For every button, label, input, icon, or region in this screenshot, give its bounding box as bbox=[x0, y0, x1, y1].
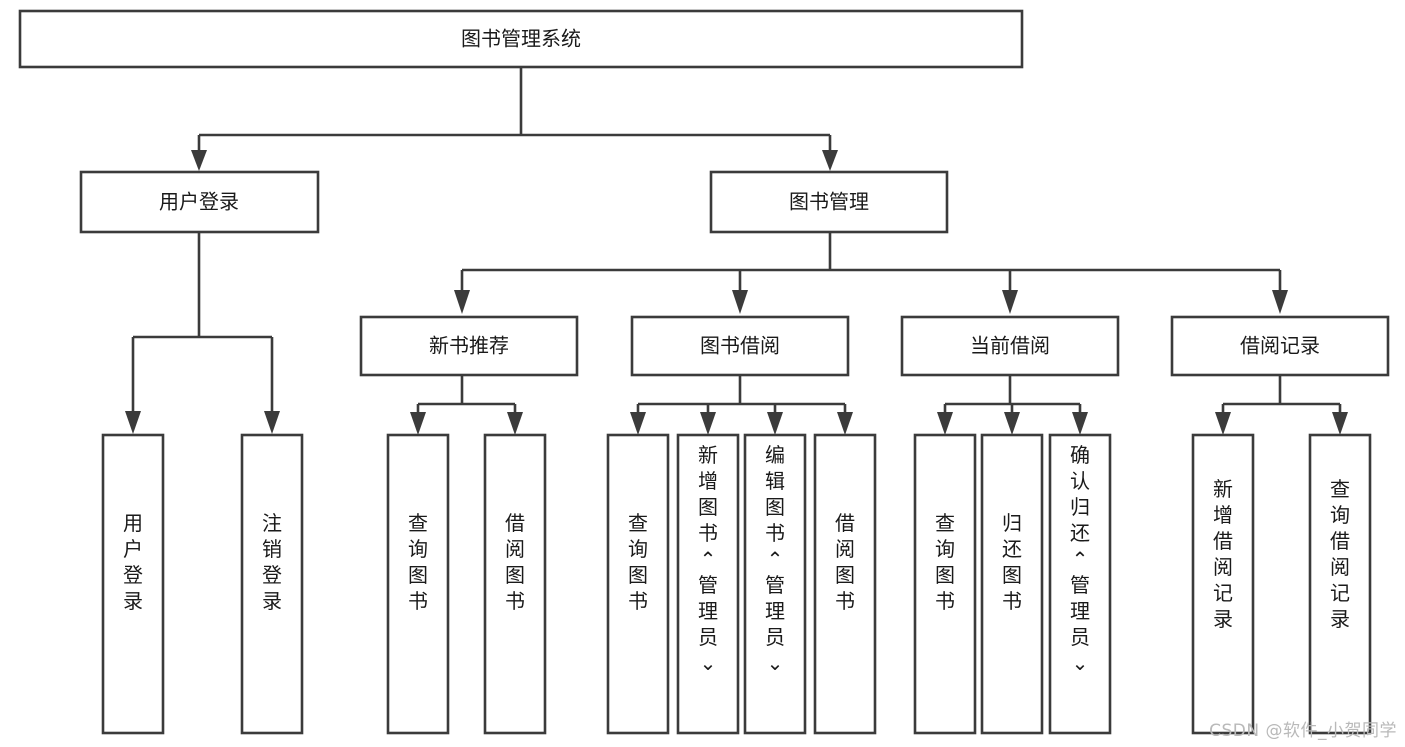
node-leaf-user-logout-label: 注销登录 bbox=[262, 511, 282, 613]
node-new-book-recommend[interactable]: 新书推荐 bbox=[359, 315, 579, 377]
node-borrow-record-label: 借阅记录 bbox=[1240, 334, 1320, 358]
arrow-head-leaf-borrow-book-2 bbox=[837, 412, 853, 435]
node-leaf-query-record-box[interactable] bbox=[1308, 433, 1372, 735]
node-leaf-user-logout-box[interactable] bbox=[240, 433, 304, 735]
node-book-borrow-box[interactable] bbox=[630, 315, 850, 377]
arrow-head-new-book-recommend bbox=[454, 290, 470, 314]
arrow-head-user-login bbox=[191, 150, 207, 171]
node-leaf-query-book-3[interactable]: 查询图书 bbox=[913, 433, 977, 735]
node-leaf-edit-book-box[interactable] bbox=[743, 433, 807, 735]
node-leaf-user-login-box[interactable] bbox=[101, 433, 165, 735]
node-new-book-recommend-label: 新书推荐 bbox=[429, 334, 509, 358]
connector-layer bbox=[125, 67, 1348, 435]
node-leaf-borrow-book-2[interactable]: 借阅图书 bbox=[813, 433, 877, 735]
node-leaf-query-book-1-box[interactable] bbox=[386, 433, 450, 735]
node-leaf-return-book[interactable]: 归还图书 bbox=[980, 433, 1044, 735]
node-book-manage-label: 图书管理 bbox=[789, 190, 869, 214]
arrow-head-leaf-query-book-2 bbox=[630, 412, 646, 435]
node-leaf-query-book-3-box[interactable] bbox=[913, 433, 977, 735]
node-user-login-label: 用户登录 bbox=[159, 190, 239, 214]
node-leaf-return-book-box[interactable] bbox=[980, 433, 1044, 735]
node-leaf-borrow-book-2-box[interactable] bbox=[813, 433, 877, 735]
arrow-head-leaf-add-book bbox=[700, 412, 716, 435]
node-leaf-confirm-return-box[interactable] bbox=[1048, 433, 1112, 735]
arrow-head-book-borrow bbox=[732, 290, 748, 314]
node-leaf-confirm-return-label: 确认归还⌃管理员⌄ bbox=[1070, 443, 1090, 675]
node-leaf-query-book-3-label: 查询图书 bbox=[935, 511, 955, 613]
node-leaf-edit-book-label: 编辑图书⌃管理员⌄ bbox=[765, 443, 785, 675]
arrow-head-borrow-record bbox=[1272, 290, 1288, 314]
node-leaf-query-book-1-label: 查询图书 bbox=[408, 511, 428, 613]
node-leaf-borrow-book-1-box[interactable] bbox=[483, 433, 547, 735]
arrow-head-leaf-query-record bbox=[1332, 412, 1348, 435]
node-current-borrow[interactable]: 当前借阅 bbox=[900, 315, 1120, 377]
node-leaf-add-book[interactable]: 新增图书⌃管理员⌄ bbox=[676, 433, 740, 735]
node-leaf-borrow-book-1-label: 借阅图书 bbox=[505, 511, 525, 613]
node-current-borrow-box[interactable] bbox=[900, 315, 1120, 377]
node-leaf-confirm-return[interactable]: 确认归还⌃管理员⌄ bbox=[1048, 433, 1112, 735]
node-leaf-return-book-label: 归还图书 bbox=[1002, 511, 1022, 613]
node-leaf-borrow-book-1[interactable]: 借阅图书 bbox=[483, 433, 547, 735]
node-leaf-add-book-label: 新增图书⌃管理员⌄ bbox=[698, 443, 718, 675]
node-root[interactable]: 图书管理系统 bbox=[18, 9, 1024, 69]
node-leaf-add-record-box[interactable] bbox=[1191, 433, 1255, 735]
arrow-head-leaf-confirm-return bbox=[1072, 412, 1088, 435]
arrow-head-leaf-edit-book bbox=[767, 412, 783, 435]
arrow-head-leaf-user-login bbox=[125, 411, 141, 434]
node-book-borrow-label: 图书借阅 bbox=[700, 334, 780, 358]
node-leaf-add-record[interactable]: 新增借阅记录 bbox=[1191, 433, 1255, 735]
node-leaf-add-record-label: 新增借阅记录 bbox=[1213, 477, 1233, 631]
node-current-borrow-label: 当前借阅 bbox=[970, 334, 1050, 358]
node-leaf-query-record-label: 查询借阅记录 bbox=[1330, 477, 1350, 631]
arrow-head-leaf-user-logout bbox=[264, 411, 280, 434]
node-borrow-record-box[interactable] bbox=[1170, 315, 1390, 377]
node-leaf-user-login-label: 用户登录 bbox=[123, 511, 143, 613]
arrow-head-leaf-borrow-book-1 bbox=[507, 412, 523, 435]
node-leaf-query-book-1[interactable]: 查询图书 bbox=[386, 433, 450, 735]
node-leaf-query-book-2-box[interactable] bbox=[606, 433, 670, 735]
node-leaf-query-book-2[interactable]: 查询图书 bbox=[606, 433, 670, 735]
node-leaf-borrow-book-2-label: 借阅图书 bbox=[835, 511, 855, 613]
node-leaf-add-book-box[interactable] bbox=[676, 433, 740, 735]
node-new-book-recommend-box[interactable] bbox=[359, 315, 579, 377]
node-leaf-user-logout[interactable]: 注销登录 bbox=[240, 433, 304, 735]
arrow-head-current-borrow bbox=[1002, 290, 1018, 314]
arrow-head-book-manage bbox=[822, 150, 838, 171]
node-book-borrow[interactable]: 图书借阅 bbox=[630, 315, 850, 377]
arrow-head-leaf-return-book bbox=[1004, 412, 1020, 435]
arrow-head-leaf-query-book-3 bbox=[937, 412, 953, 435]
node-borrow-record[interactable]: 借阅记录 bbox=[1170, 315, 1390, 377]
node-user-login-box[interactable] bbox=[79, 170, 320, 234]
node-leaf-query-record[interactable]: 查询借阅记录 bbox=[1308, 433, 1372, 735]
node-root-label: 图书管理系统 bbox=[461, 27, 581, 51]
node-leaf-edit-book[interactable]: 编辑图书⌃管理员⌄ bbox=[743, 433, 807, 735]
node-leaf-user-login[interactable]: 用户登录 bbox=[101, 433, 165, 735]
node-root-box[interactable] bbox=[18, 9, 1024, 69]
node-leaf-query-book-2-label: 查询图书 bbox=[628, 511, 648, 613]
node-book-manage[interactable]: 图书管理 bbox=[709, 170, 949, 234]
node-book-manage-box[interactable] bbox=[709, 170, 949, 234]
arrow-head-leaf-query-book-1 bbox=[410, 412, 426, 435]
arrow-head-leaf-add-record bbox=[1215, 412, 1231, 435]
node-user-login[interactable]: 用户登录 bbox=[79, 170, 320, 234]
csdn-watermark: CSDN @软件_小贺同学 bbox=[1209, 721, 1397, 741]
